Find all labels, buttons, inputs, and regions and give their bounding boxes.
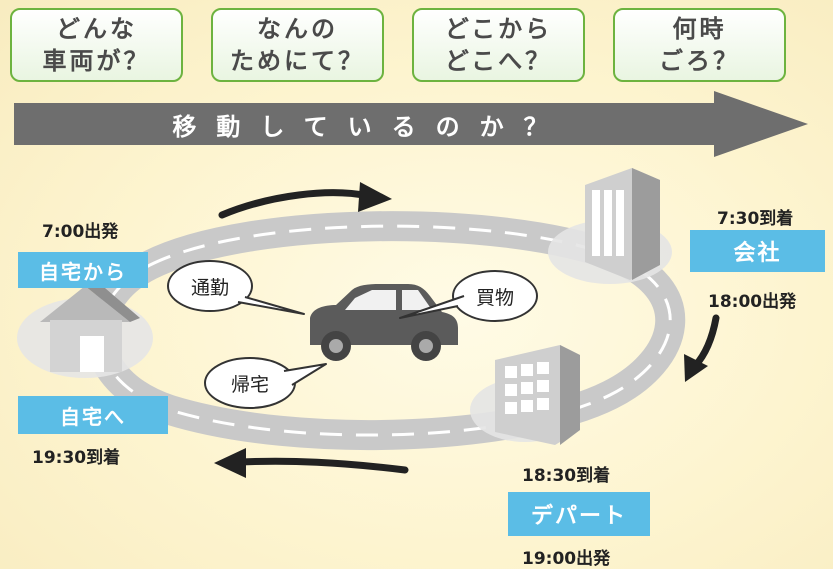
bubble-shopping-shape bbox=[399, 270, 538, 322]
road-loop bbox=[84, 211, 685, 451]
direction-arrow-top bbox=[218, 189, 372, 219]
dept-arrive-time: 18:30到着 bbox=[522, 466, 611, 486]
office-depart-time: 18:00出発 bbox=[708, 292, 797, 312]
banner-title: 移動しているのか？ bbox=[172, 112, 568, 141]
question-box-time: 何時 ごろ？ bbox=[613, 8, 786, 82]
office-building-icon bbox=[548, 168, 672, 284]
bubble-commute-shape bbox=[167, 260, 305, 315]
bubble-commute: 通勤 bbox=[190, 276, 229, 299]
car-icon bbox=[310, 284, 458, 361]
house-icon bbox=[17, 282, 153, 378]
question-line2: ごろ？ bbox=[659, 47, 740, 75]
department-store-icon bbox=[470, 345, 580, 445]
question-box-vehicle: どんな 車両が？ bbox=[10, 8, 183, 82]
label-home-from: 自宅から bbox=[18, 252, 148, 288]
question-line1: なんの bbox=[257, 15, 338, 43]
arrowhead-right bbox=[684, 354, 708, 382]
arrowhead-top bbox=[358, 182, 392, 212]
direction-arrow-right bbox=[691, 314, 720, 370]
label-dept: デパート bbox=[508, 492, 650, 536]
office-arrive-time: 7:30到着 bbox=[717, 209, 794, 229]
dept-depart-time: 19:00出発 bbox=[522, 549, 611, 569]
question-line1: どこから bbox=[444, 15, 553, 43]
question-line1: 何時 bbox=[672, 15, 727, 43]
label-office: 会社 bbox=[690, 230, 825, 272]
direction-arrow-bottom bbox=[236, 457, 409, 474]
question-box-route: どこから どこへ？ bbox=[412, 8, 585, 82]
question-line1: どんな bbox=[56, 15, 137, 43]
bubble-return: 帰宅 bbox=[230, 373, 269, 396]
bubble-return-shape bbox=[204, 357, 327, 409]
bubble-shopping: 買物 bbox=[475, 286, 514, 309]
question-box-purpose: なんの ためにて？ bbox=[211, 8, 384, 82]
banner-arrow bbox=[14, 91, 808, 157]
home-depart-time: 7:00出発 bbox=[42, 222, 119, 242]
arrowhead-bottom bbox=[214, 448, 246, 478]
label-home-to: 自宅へ bbox=[18, 396, 168, 434]
question-line2: どこへ？ bbox=[444, 47, 553, 75]
question-line2: ためにて？ bbox=[230, 47, 365, 75]
question-line2: 車両が？ bbox=[42, 47, 151, 75]
home-arrive-time: 19:30到着 bbox=[32, 448, 121, 468]
